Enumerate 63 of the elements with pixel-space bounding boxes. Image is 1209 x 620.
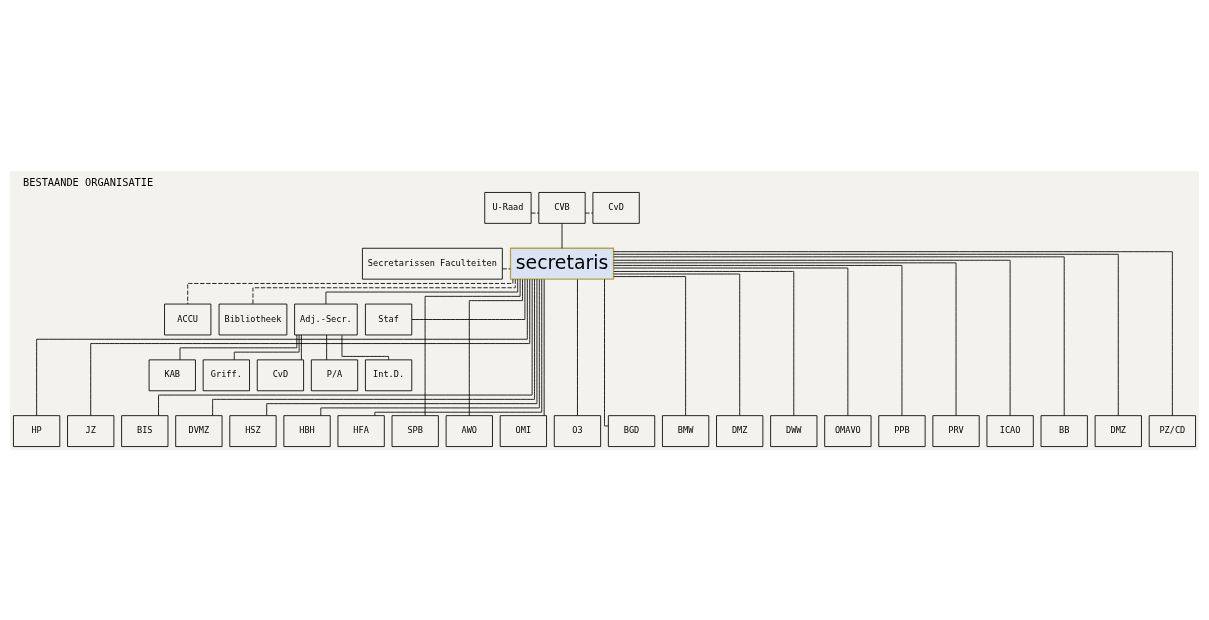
node-box: DWW (770, 414, 818, 447)
node-box: U-Raad (484, 191, 532, 224)
connector (613, 264, 903, 416)
connector (187, 278, 514, 304)
node-box: HFA (337, 414, 385, 447)
node-box: PPB (878, 414, 926, 447)
connector (502, 267, 511, 269)
node-box: secretaris (509, 247, 615, 280)
connector (326, 334, 328, 360)
diagram-title: BESTAANDE ORGANISATIE (23, 175, 154, 188)
node-box: DMZ (716, 414, 764, 447)
node-box: O3 (553, 414, 602, 447)
connector (374, 278, 543, 416)
connector (411, 278, 526, 320)
node-box: ACCU (164, 303, 212, 335)
connector (300, 334, 302, 360)
connector (577, 278, 578, 416)
node-box: SPB (391, 414, 439, 447)
node-box: OMAVO (824, 414, 872, 447)
connector (613, 267, 849, 416)
node-box: Staf (365, 303, 413, 335)
connector (233, 334, 300, 360)
connector (325, 278, 519, 304)
connector (613, 275, 687, 416)
connector (424, 278, 521, 416)
connector (584, 212, 594, 213)
node-box: HP (13, 414, 61, 447)
node-box: ICAO (986, 414, 1034, 447)
node-box: JZ (67, 414, 115, 447)
node-box: BMW (662, 414, 710, 447)
node-box: CvD (592, 191, 640, 224)
connector (613, 270, 795, 416)
node-box: CVB (538, 191, 586, 224)
node-box: Griff. (202, 358, 250, 391)
node-box: Bibliotheek (218, 303, 288, 335)
node-box: CvD (256, 358, 305, 391)
node-box: PRV (932, 414, 980, 447)
node-box: HBH (283, 414, 331, 447)
connector (613, 273, 741, 416)
connector (179, 334, 298, 360)
node-box: AWO (445, 414, 493, 447)
node-box: DMZ (1094, 414, 1142, 447)
node-box: HSZ (229, 414, 277, 447)
connector (530, 212, 540, 213)
node-box: Int.D. (365, 358, 413, 391)
connector (604, 278, 609, 426)
node-box: Secretarissen Faculteiten (362, 247, 503, 280)
connector (320, 278, 540, 416)
connector (341, 334, 390, 360)
connector (468, 278, 523, 416)
node-box: P/A (310, 358, 359, 391)
connector (543, 278, 545, 416)
node-box: BIS (121, 414, 169, 447)
node-box: KAB (148, 358, 196, 391)
node-box: BB (1040, 414, 1088, 447)
node-box: Adj.-Secr. (294, 303, 358, 335)
node-box: PZ/CD (1148, 414, 1196, 447)
node-box: DVMZ (175, 414, 223, 447)
connector (561, 222, 563, 249)
connector (252, 278, 516, 304)
node-box: OMI (499, 414, 547, 447)
node-box: BGD (607, 414, 656, 447)
connector (266, 278, 538, 416)
